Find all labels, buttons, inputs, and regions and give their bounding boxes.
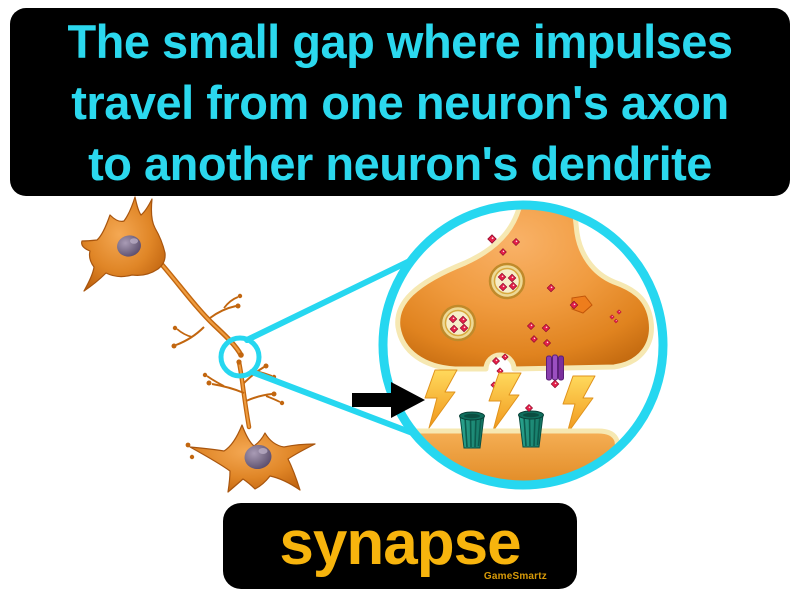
definition-line-3: to another neuron's dendrite [88, 136, 712, 190]
definition-line-2: travel from one neuron's axon [71, 75, 729, 129]
neurotransmitter-receptor [458, 411, 486, 449]
synaptic-vesicle [441, 306, 475, 340]
presynaptic-neuron [81, 196, 244, 358]
synapse-illustration [0, 195, 800, 505]
term-text: synapse [279, 508, 521, 578]
postsynaptic-neuron [185, 359, 316, 493]
watermark: GameSmartz [483, 571, 547, 582]
callout-line-bottom [249, 369, 418, 437]
term-box: synapse GameSmartz [223, 503, 577, 589]
callout-line-top [244, 254, 421, 343]
postsynaptic-membrane [389, 428, 625, 481]
synapse-illustration-svg [81, 196, 668, 493]
definition-box: The small gap where impulses travel from… [10, 8, 790, 196]
direction-arrow [352, 382, 425, 418]
synaptic-vesicle [490, 264, 524, 298]
organelle [569, 295, 593, 314]
magnifier-small-circle [218, 335, 262, 379]
neurotransmitter-receptor [517, 410, 545, 448]
magnifier-large-circle [378, 200, 668, 490]
definition-line-1: The small gap where impulses [67, 14, 733, 68]
